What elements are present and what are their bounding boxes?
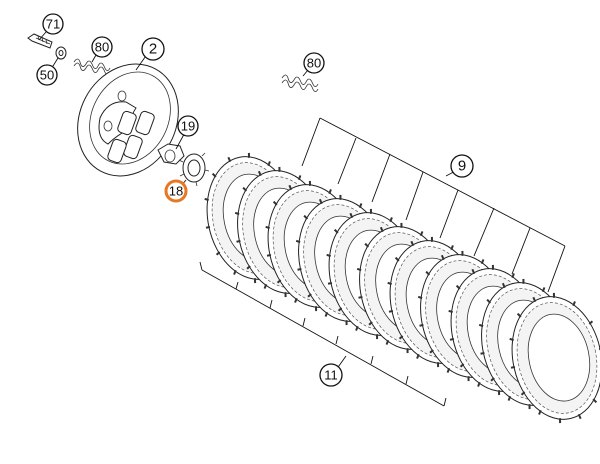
callout-label: 18 (169, 184, 183, 199)
callout-label: 80 (307, 56, 321, 71)
clutch-disc-stack (204, 152, 600, 424)
part-nut (157, 143, 185, 165)
callout-71: 71 (42, 13, 64, 35)
part-washer (55, 46, 67, 60)
part-spring-right (281, 74, 319, 92)
callout-80-left: 80 (91, 36, 113, 58)
part-pressure-plate (77, 63, 179, 177)
callout-label: 11 (324, 368, 338, 383)
callout-label: 9 (458, 158, 466, 175)
callout-label: 71 (46, 17, 60, 32)
callout-label: 2 (149, 41, 157, 58)
callout-80-right: 80 (303, 52, 325, 74)
callout-2: 2 (141, 37, 165, 61)
callout-50: 50 (36, 64, 58, 86)
clutch-disc (509, 292, 600, 424)
part-spring-left (73, 58, 111, 75)
callout-11: 11 (319, 363, 343, 387)
callout-label: 19 (181, 119, 195, 134)
callout-label: 50 (40, 68, 54, 83)
part-bolt (27, 33, 53, 49)
callout-19: 19 (177, 115, 199, 137)
leader-lines (38, 23, 566, 407)
callout-9: 9 (450, 154, 474, 178)
part-lock-washer (178, 152, 210, 187)
callout-18: 18 (164, 179, 188, 203)
callout-label: 80 (95, 40, 109, 55)
